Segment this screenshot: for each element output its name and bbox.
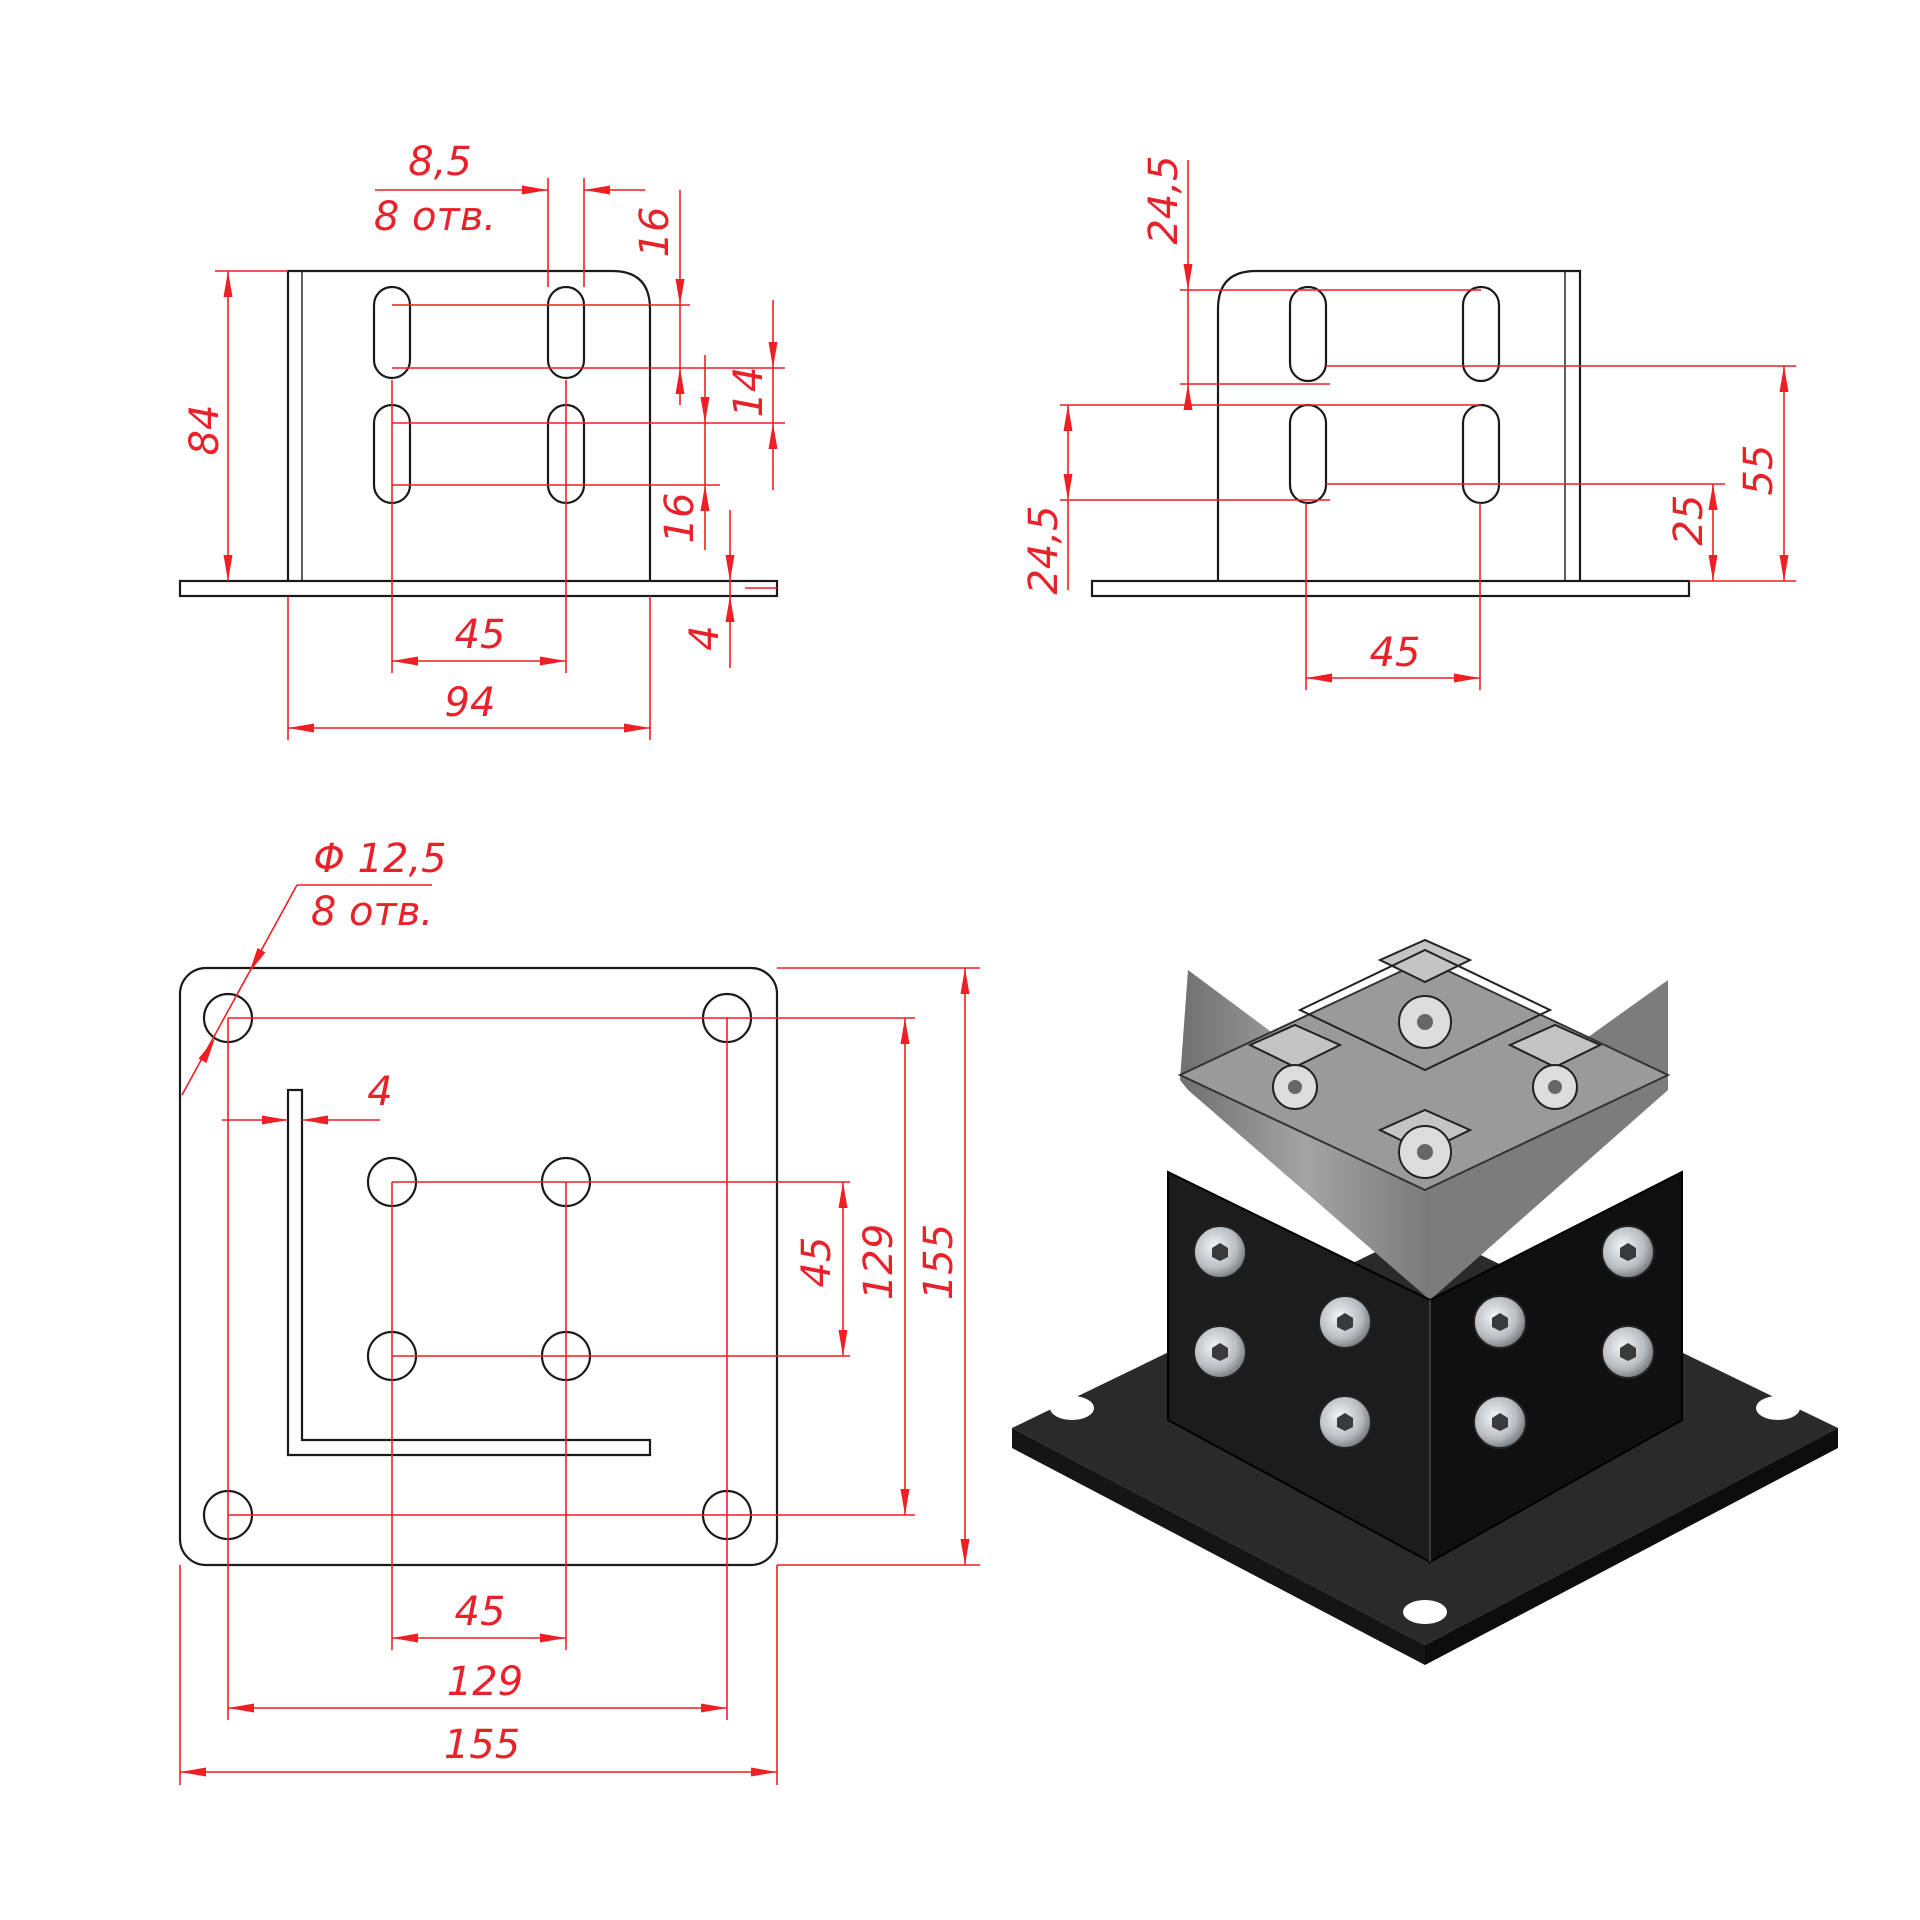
front-slot-spacing-label: 45 xyxy=(455,612,506,658)
front-base-plate xyxy=(178,579,779,598)
front-slots xyxy=(372,285,586,505)
hole-count-label: 8 отв. xyxy=(311,889,433,935)
plan-mounting-holes xyxy=(202,992,753,1541)
upper-slot-height-label: 55 xyxy=(1736,445,1782,496)
side-dimension-labels: 24,5 24,5 55 25 45 xyxy=(1021,155,1782,676)
slot-count-label: 8 отв. xyxy=(374,194,496,240)
hex-socket-bolt-7 xyxy=(1601,1225,1655,1279)
hex-socket-bolt-5 xyxy=(1473,1295,1527,1349)
wall-thickness-label: 4 xyxy=(367,1069,392,1115)
hex-socket-bolt-2 xyxy=(1193,1325,1247,1379)
hole-spacing-v-label: 129 xyxy=(856,1224,902,1300)
inner-spacing-h-label: 45 xyxy=(455,1589,506,1635)
hex-socket-bolt-8 xyxy=(1601,1325,1655,1379)
isometric-view xyxy=(1012,938,1838,1665)
side-view: 24,5 24,5 55 25 45 xyxy=(1021,155,1796,690)
plate-size-v-label: 155 xyxy=(916,1224,962,1300)
plan-view: Φ 12,5 8 отв. 4 45 129 155 45 129 155 xyxy=(178,836,980,1785)
front-dimension-labels: 8,5 8 отв. 16 14 16 84 4 45 94 xyxy=(182,139,772,726)
plan-bracket-walls xyxy=(286,1088,652,1457)
front-width-label: 94 xyxy=(445,680,496,726)
front-height-label: 84 xyxy=(182,405,228,456)
hex-socket-bolt-3 xyxy=(1318,1295,1372,1349)
hex-socket-bolt-6 xyxy=(1473,1395,1527,1449)
slot-bottom-label: 16 xyxy=(657,493,703,544)
slot-top-label: 16 xyxy=(632,207,678,258)
hole-diameter-label: Φ 12,5 xyxy=(313,836,446,882)
thickness-label: 4 xyxy=(682,625,728,650)
front-bracket xyxy=(286,269,652,581)
front-view: 8,5 8 отв. 16 14 16 84 4 45 94 xyxy=(178,139,785,740)
front-dimensions xyxy=(215,178,785,740)
inner-spacing-v-label: 45 xyxy=(794,1237,840,1288)
slot-gap-label: 14 xyxy=(726,367,772,418)
plan-dimension-labels: Φ 12,5 8 отв. 4 45 129 155 45 129 155 xyxy=(311,836,962,1768)
side-base-plate xyxy=(1090,579,1691,598)
hole-spacing-h-label: 129 xyxy=(447,1659,523,1705)
side-dimensions xyxy=(1060,160,1796,690)
slot-width-label: 8,5 xyxy=(408,139,472,185)
plan-base-plate xyxy=(178,966,779,1567)
lower-slot-height-label: 25 xyxy=(1666,495,1712,546)
plan-inner-holes xyxy=(366,1156,592,1382)
iso-profile xyxy=(1177,938,1671,1300)
side-bracket xyxy=(1216,269,1582,581)
hex-socket-bolt-4 xyxy=(1318,1395,1372,1449)
top-offset-label: 24,5 xyxy=(1141,155,1187,244)
iso-bolts xyxy=(1193,1225,1655,1449)
side-slots xyxy=(1288,285,1501,505)
plate-size-h-label: 155 xyxy=(444,1722,520,1768)
plan-dimensions xyxy=(179,884,980,1785)
side-slot-spacing-label: 45 xyxy=(1370,630,1421,676)
bottom-offset-label: 24,5 xyxy=(1021,505,1067,594)
hex-socket-bolt-1 xyxy=(1193,1225,1247,1279)
